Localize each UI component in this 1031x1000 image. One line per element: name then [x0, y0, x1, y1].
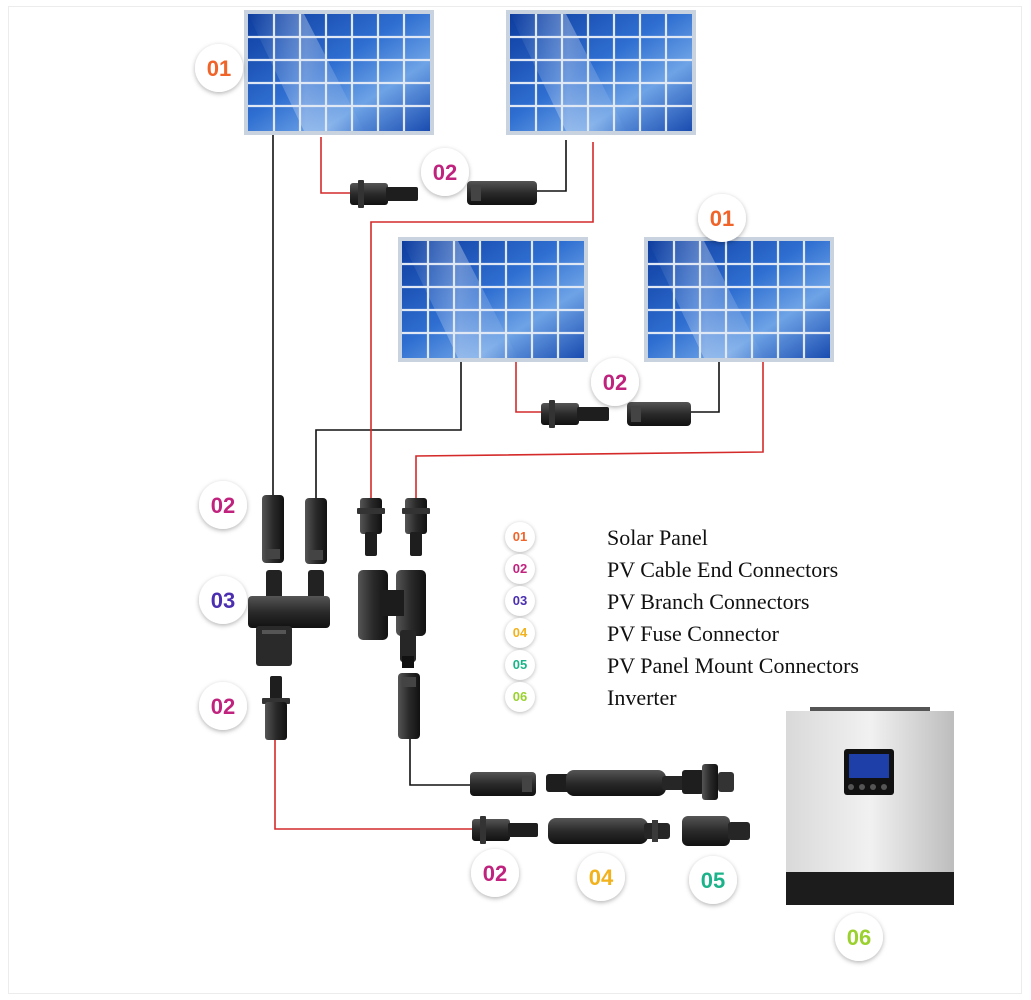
cable-end-connector-badge: 02 — [483, 861, 507, 886]
positive-wire — [370, 142, 594, 498]
legend-label: PV Branch Connectors — [607, 589, 810, 614]
cable-end-connector-female — [467, 181, 537, 205]
legend-label: PV Panel Mount Connectors — [607, 653, 859, 678]
legend-item-branch-connectors: 03 PV Branch Connectors — [505, 586, 925, 616]
cable-end-connector-female — [470, 772, 536, 796]
cable-end-connector-male — [541, 400, 609, 428]
branch-connector-badge: 03 — [211, 588, 235, 613]
negative-wire — [409, 738, 470, 786]
positive-wire — [320, 137, 350, 194]
solar-panel-badge: 01 — [207, 56, 231, 81]
solar-panel — [398, 237, 588, 362]
legend-item-inverter: 06 Inverter — [505, 682, 925, 712]
panel-mount-connector — [682, 764, 734, 800]
fuse-connector — [548, 818, 670, 844]
solar-panel-badge: 01 — [710, 206, 734, 231]
legend-badge: 06 — [505, 682, 535, 712]
badge-circle — [421, 148, 469, 196]
fuse-connector-badge: 04 — [589, 865, 614, 890]
cable-end-connector-badge: 02 — [433, 160, 457, 185]
negative-wire — [315, 362, 462, 498]
solar-panel — [506, 10, 696, 135]
cable-end-connector-male — [357, 498, 385, 556]
solar-panel — [244, 10, 434, 135]
positive-wire — [274, 740, 472, 830]
cable-end-connector-male — [350, 180, 418, 208]
badge-circle — [471, 849, 519, 897]
inverter-badge: 06 — [847, 925, 871, 950]
diagram-frame — [8, 6, 1022, 994]
badge-circle — [689, 856, 737, 904]
legend-badge: 02 — [505, 554, 535, 584]
legend-label: Inverter — [607, 685, 677, 710]
inverter — [786, 707, 954, 905]
cable-end-connector-badge: 02 — [603, 370, 627, 395]
cable-end-connector-female — [398, 673, 420, 739]
branch-connector-male — [358, 570, 426, 668]
legend-label: Solar Panel — [607, 525, 708, 550]
cable-end-connector-badge: 02 — [211, 493, 235, 518]
wiring — [272, 135, 764, 830]
legend-label: PV Fuse Connector — [607, 621, 779, 646]
badge-circle — [698, 194, 746, 242]
panel-mount-connector-badge: 05 — [701, 868, 725, 893]
negative-wire — [690, 362, 720, 413]
badge-circle — [199, 576, 247, 624]
fuse-connector — [546, 770, 686, 796]
legend-item-cable-end-connectors: 02 PV Cable End Connectors — [505, 554, 925, 584]
positive-wire — [515, 362, 541, 413]
branch-connector-female — [248, 570, 330, 666]
solar-panel — [644, 237, 834, 362]
legend-badge: 05 — [505, 650, 535, 680]
cable-end-connector-female — [262, 495, 284, 563]
panel-mount-connector — [682, 816, 750, 846]
badge-circle — [835, 913, 883, 961]
legend-badge: 04 — [505, 618, 535, 648]
legend-item-panel-mount-connectors: 05 PV Panel Mount Connectors — [505, 650, 925, 680]
legend-item-fuse-connector: 04 PV Fuse Connector — [505, 618, 925, 648]
cable-end-connector-female — [305, 498, 327, 564]
badge-circle — [199, 481, 247, 529]
legend-badge: 03 — [505, 586, 535, 616]
badge-circle — [577, 853, 625, 901]
cable-end-connector-male — [402, 498, 430, 556]
badge-circle — [591, 358, 639, 406]
legend-item-solar-panel: 01 Solar Panel — [505, 522, 925, 552]
legend-badge: 01 — [505, 522, 535, 552]
cable-end-connector-female — [627, 402, 691, 426]
badge-circle — [199, 682, 247, 730]
cable-end-connector-badge: 02 — [211, 694, 235, 719]
positive-wire — [415, 362, 764, 498]
cable-end-connector-male — [472, 816, 538, 844]
legend-label: PV Cable End Connectors — [607, 557, 839, 582]
negative-wire — [537, 140, 567, 192]
cable-end-connector-male — [262, 676, 290, 740]
badge-circle — [195, 44, 243, 92]
